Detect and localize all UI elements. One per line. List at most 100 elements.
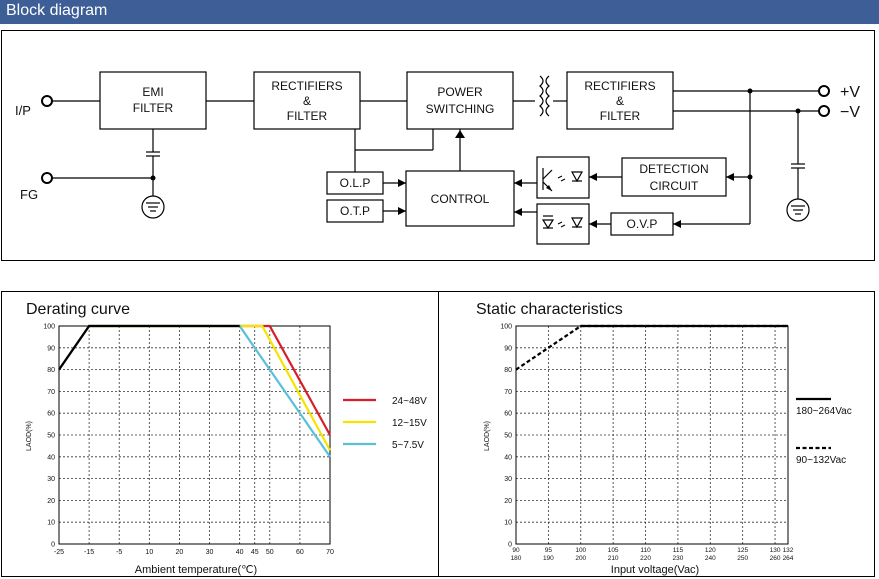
detection-label-1: DETECTION bbox=[639, 162, 708, 176]
derating-x-axis-label: Ambient temperature(℃) bbox=[135, 564, 257, 576]
rect1-label-2: & bbox=[303, 94, 311, 108]
y-tick-label: 80 bbox=[504, 367, 512, 374]
y-tick-label: 70 bbox=[47, 389, 55, 396]
pos-terminal bbox=[818, 85, 830, 97]
x-tick-label-top: 120 bbox=[705, 547, 716, 554]
y-tick-label: 40 bbox=[504, 454, 512, 461]
ip-terminal bbox=[41, 95, 53, 107]
x-tick-label-top: 95 bbox=[545, 547, 553, 554]
derating-chart-title: Derating curve bbox=[26, 301, 130, 318]
series-line-2 bbox=[58, 324, 331, 451]
x-tick-label: 10 bbox=[145, 549, 153, 556]
block-diagram-frame bbox=[1, 30, 875, 261]
legend-label-2: 12~15V bbox=[392, 418, 427, 429]
static-x-axis-label: Input voltage(Vac) bbox=[611, 564, 699, 576]
x-tick-label: 70 bbox=[326, 549, 334, 556]
x-tick-label-bottom: 190 bbox=[543, 555, 554, 562]
x-tick-label: 40 bbox=[236, 549, 244, 556]
legend-label-2: 90~132Vac bbox=[796, 455, 846, 466]
rect1-label-3: FILTER bbox=[287, 109, 328, 123]
x-tick-label-bottom: 230 bbox=[672, 555, 683, 562]
x-tick-label-top: 115 bbox=[673, 547, 684, 554]
y-tick-label: 100 bbox=[500, 324, 512, 331]
neg-terminal bbox=[818, 105, 830, 117]
rect2-label-2: & bbox=[616, 94, 624, 108]
x-tick-label-top: 130 bbox=[770, 547, 781, 554]
pos-label: +V bbox=[840, 84, 860, 101]
header-bar: Block diagram bbox=[0, 0, 879, 24]
y-tick-label: 50 bbox=[504, 433, 512, 440]
detection-label-2: CIRCUIT bbox=[650, 179, 699, 193]
y-tick-label: 60 bbox=[47, 411, 55, 418]
y-tick-label: 90 bbox=[47, 345, 55, 352]
static-chart-title: Static characteristics bbox=[476, 301, 623, 318]
y-tick-label: 90 bbox=[504, 345, 512, 352]
rect1-label-1: RECTIFIERS bbox=[271, 79, 342, 93]
series-line-1 bbox=[58, 324, 331, 436]
page-title: Block diagram bbox=[6, 2, 108, 19]
neg-label: −V bbox=[840, 104, 860, 121]
y-tick-label: 0 bbox=[508, 542, 512, 549]
emi-label-2: FILTER bbox=[133, 101, 174, 115]
y-tick-label: 40 bbox=[47, 454, 55, 461]
power-label-1: POWER bbox=[437, 85, 483, 99]
x-tick-label-bottom: 260 bbox=[770, 555, 781, 562]
rect2-label-1: RECTIFIERS bbox=[584, 79, 655, 93]
x-tick-label-top: 105 bbox=[608, 547, 619, 554]
power-label-2: SWITCHING bbox=[426, 102, 495, 116]
x-tick-label-top: 132 bbox=[783, 547, 794, 554]
x-tick-label-top: 90 bbox=[512, 547, 520, 554]
y-tick-label: 100 bbox=[43, 324, 55, 331]
ovp-label: O.V.P bbox=[627, 217, 658, 231]
x-tick-label: -5 bbox=[116, 549, 122, 556]
x-tick-label-bottom: 180 bbox=[511, 555, 522, 562]
x-tick-label: 60 bbox=[296, 549, 304, 556]
x-tick-label-top: 125 bbox=[737, 547, 748, 554]
y-tick-label: 20 bbox=[47, 498, 55, 505]
y-tick-label: 50 bbox=[47, 433, 55, 440]
x-tick-label-bottom: 250 bbox=[737, 555, 748, 562]
x-tick-label: 20 bbox=[176, 549, 184, 556]
x-tick-label-top: 100 bbox=[575, 547, 586, 554]
legend-label-1: 24~48V bbox=[392, 396, 427, 407]
y-tick-label: 70 bbox=[504, 389, 512, 396]
y-tick-label: 30 bbox=[47, 476, 55, 483]
x-tick-label-bottom: 200 bbox=[575, 555, 586, 562]
x-tick-label-top: 110 bbox=[640, 547, 651, 554]
series-line-2 bbox=[515, 324, 788, 371]
derating-y-axis-label: LAOD(%) bbox=[26, 421, 33, 451]
x-tick-label: -15 bbox=[84, 549, 94, 556]
y-tick-label: 0 bbox=[51, 542, 55, 549]
control-label: CONTROL bbox=[431, 192, 490, 206]
x-tick-label: 50 bbox=[266, 549, 274, 556]
x-tick-label: 45 bbox=[251, 549, 259, 556]
x-tick-label-bottom: 240 bbox=[705, 555, 716, 562]
y-tick-label: 20 bbox=[504, 498, 512, 505]
rect2-label-3: FILTER bbox=[600, 109, 641, 123]
x-tick-label: 30 bbox=[206, 549, 214, 556]
x-tick-label-bottom: 264 bbox=[783, 555, 794, 562]
y-tick-label: 80 bbox=[47, 367, 55, 374]
emi-label-1: EMI bbox=[142, 85, 163, 99]
x-tick-label-bottom: 220 bbox=[640, 555, 651, 562]
fg-terminal bbox=[41, 172, 53, 184]
shared-series-segment bbox=[58, 324, 240, 371]
y-tick-label: 60 bbox=[504, 411, 512, 418]
y-tick-label: 10 bbox=[504, 520, 512, 527]
panel-divider bbox=[438, 291, 439, 577]
otp-label: O.T.P bbox=[340, 204, 370, 218]
x-tick-label-bottom: 210 bbox=[608, 555, 619, 562]
legend-label-1: 180~264Vac bbox=[796, 406, 852, 417]
olp-label: O.L.P bbox=[340, 176, 371, 190]
legend-label-3: 5~7.5V bbox=[392, 440, 424, 451]
x-tick-label: -25 bbox=[54, 549, 64, 556]
ip-label: I/P bbox=[15, 103, 31, 118]
y-tick-label: 30 bbox=[504, 476, 512, 483]
fg-label: FG bbox=[20, 187, 38, 202]
static-y-axis-label: LAOD(%) bbox=[484, 421, 491, 451]
y-tick-label: 10 bbox=[47, 520, 55, 527]
